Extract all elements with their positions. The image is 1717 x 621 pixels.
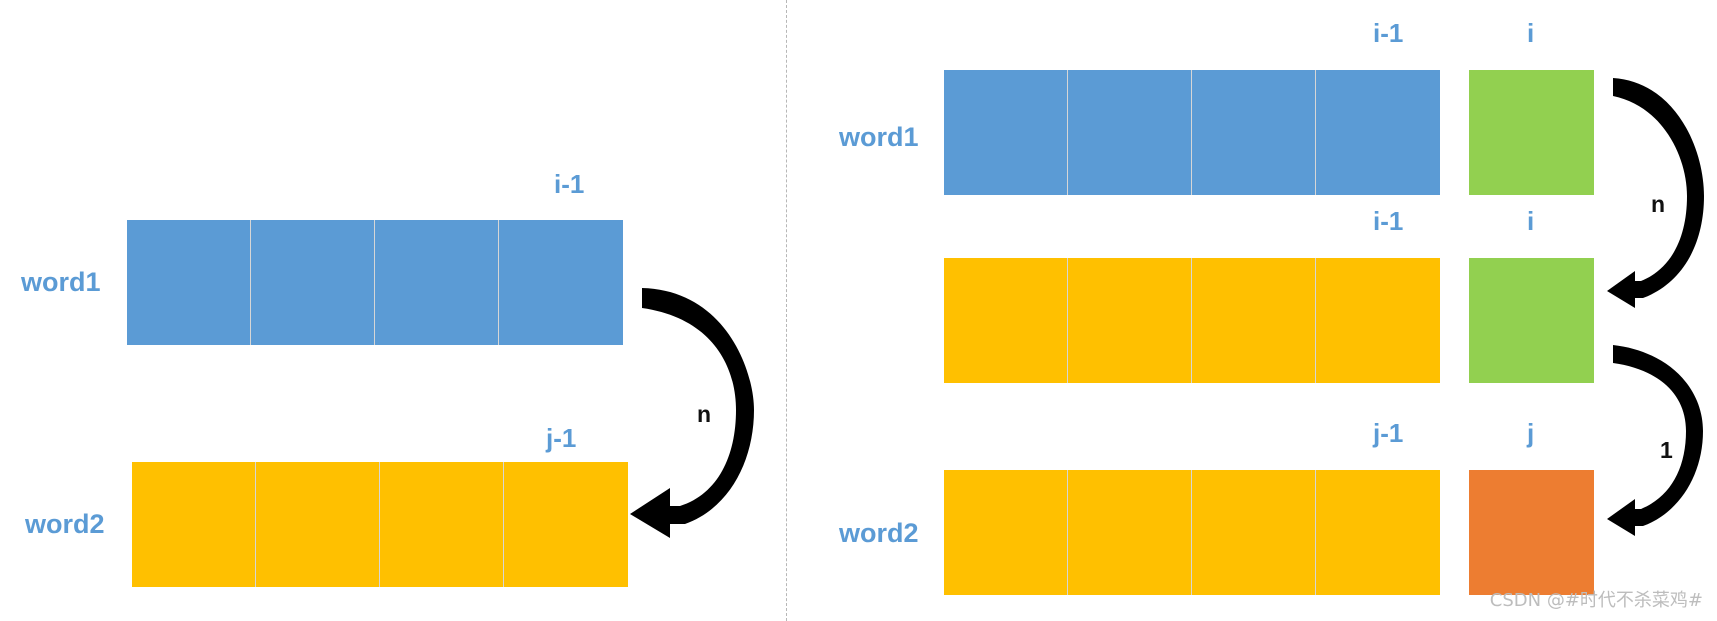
right-row3-extra-cell bbox=[1469, 470, 1594, 595]
right-row3-cell-1 bbox=[944, 470, 1068, 595]
right-top-curved-arrow bbox=[1607, 78, 1704, 308]
right-row1-cell-3 bbox=[1192, 70, 1316, 195]
left-word2-cell-4 bbox=[504, 462, 628, 587]
left-curved-arrow bbox=[630, 288, 754, 538]
right-row1-cell-2 bbox=[1068, 70, 1192, 195]
left-word2-cell-1 bbox=[132, 462, 256, 587]
right-row3-index-extra: j bbox=[1527, 418, 1535, 448]
left-word1-label: word1 bbox=[21, 267, 101, 297]
right-row2-index-main: i-1 bbox=[1373, 206, 1404, 236]
left-arrow-path bbox=[630, 288, 754, 538]
left-arrow-label: n bbox=[697, 401, 712, 427]
right-bottom-arrow-label: 1 bbox=[1660, 437, 1673, 463]
right-row1-extra-cell bbox=[1469, 70, 1594, 195]
left-word2-index: j-1 bbox=[546, 423, 577, 453]
right-row2-main bbox=[944, 258, 1440, 383]
left-word2-cell-2 bbox=[256, 462, 380, 587]
left-word2-cell-3 bbox=[380, 462, 504, 587]
left-word1-cell-1 bbox=[127, 220, 251, 345]
watermark: CSDN @#时代不杀菜鸡# bbox=[1489, 590, 1703, 611]
left-word1-cell-3 bbox=[375, 220, 499, 345]
right-row2-cell-2 bbox=[1068, 258, 1192, 383]
right-row3-main bbox=[944, 470, 1440, 595]
left-word1-cell-2 bbox=[251, 220, 375, 345]
right-row3-index-main: j-1 bbox=[1373, 418, 1404, 448]
panel-divider bbox=[786, 0, 787, 621]
right-row3-cell-3 bbox=[1192, 470, 1316, 595]
right-row3-cell-4 bbox=[1316, 470, 1440, 595]
right-row1-cell-4 bbox=[1316, 70, 1440, 195]
right-top-arrow-path bbox=[1607, 78, 1704, 308]
right-row2-cell-1 bbox=[944, 258, 1068, 383]
left-word1-cell-4 bbox=[499, 220, 623, 345]
right-row2-extra-cell bbox=[1469, 258, 1594, 383]
right-row2-cell-3 bbox=[1192, 258, 1316, 383]
right-bottom-curved-arrow bbox=[1607, 345, 1703, 536]
right-row1-index-extra: i bbox=[1527, 18, 1535, 48]
right-word1-label: word1 bbox=[839, 122, 919, 152]
right-word2-label: word2 bbox=[839, 518, 919, 548]
left-word1-index: i-1 bbox=[554, 169, 585, 199]
left-panel: word1 i-1 j-1 word2 n bbox=[0, 0, 786, 621]
left-word2-label: word2 bbox=[25, 509, 105, 539]
right-bottom-arrow-path bbox=[1607, 345, 1703, 536]
right-row1-index-main: i-1 bbox=[1373, 18, 1404, 48]
right-row2-index-extra: i bbox=[1527, 206, 1535, 236]
right-panel: word1 word2 i-1 i i-1 i j-1 j n 1 bbox=[787, 0, 1717, 621]
right-row3-cell-2 bbox=[1068, 470, 1192, 595]
left-word2-row bbox=[132, 462, 628, 587]
right-row2-cell-4 bbox=[1316, 258, 1440, 383]
right-top-arrow-label: n bbox=[1651, 191, 1666, 217]
left-word1-row bbox=[127, 220, 623, 345]
right-row1-cell-1 bbox=[944, 70, 1068, 195]
right-row1-main bbox=[944, 70, 1440, 195]
